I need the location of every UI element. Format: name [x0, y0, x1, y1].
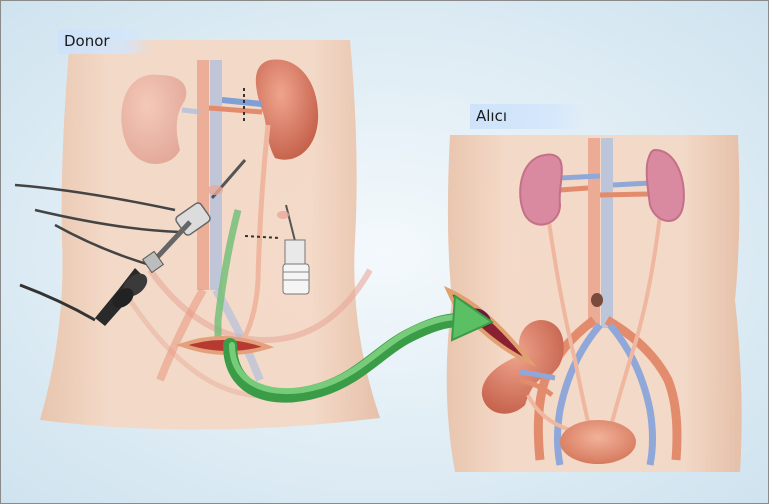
donor-label: Donor	[58, 29, 152, 54]
donor-torso	[40, 40, 380, 430]
donor-left-kidney	[121, 75, 186, 164]
bladder	[560, 420, 636, 464]
recipient-label: Alıcı	[470, 104, 586, 129]
